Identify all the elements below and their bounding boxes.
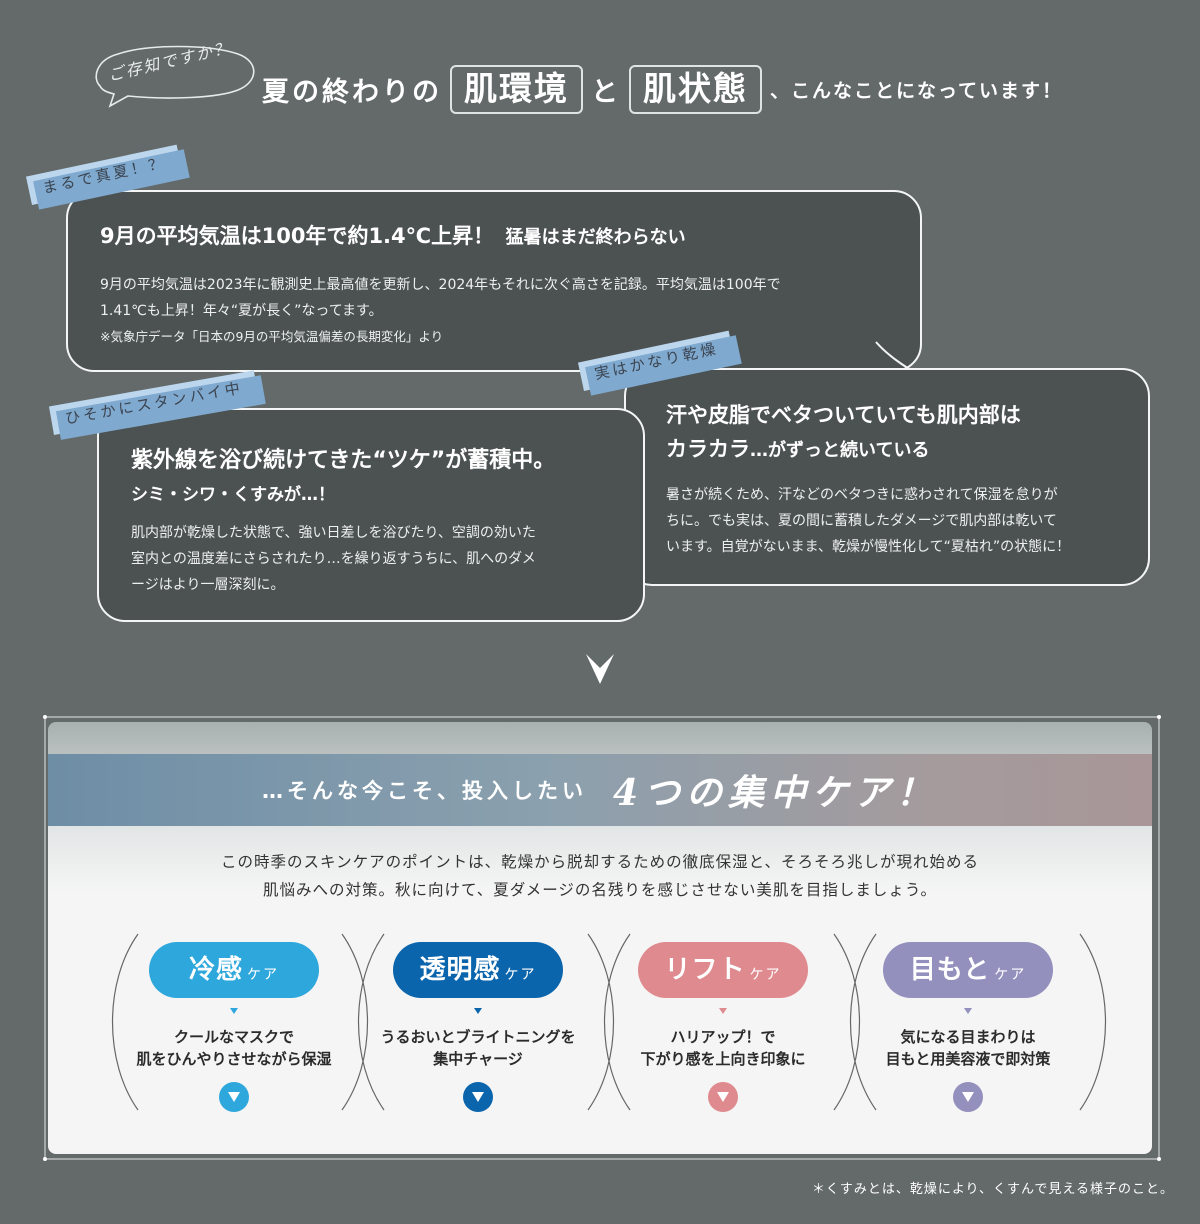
section-frame (43, 715, 1161, 1161)
triangle-down-icon (472, 1092, 484, 1102)
bracket-divider (1079, 933, 1106, 1111)
bracket-divider (587, 933, 614, 1111)
care-cooling-desc1: クールなマスクで (173, 1028, 294, 1046)
care-panel: …そんな今こそ、投入したい 4つの集中ケア！ この時季のスキンケアのポイントは、… (48, 722, 1152, 1154)
bubble-temperature-line1: 9月の平均気温は2023年に観測史上最高値を更新し、2024年もそれに次ぐ高さを… (100, 277, 781, 293)
triangle-down-icon (228, 1092, 240, 1102)
bubble-uv-line1: 肌内部が乾燥した状態で、強い日差しを浴びたり、空調の効いた (131, 525, 536, 541)
bubble-temperature-note: ※気象庁データ「日本の9月の平均気温偏差の長期変化」より (100, 329, 444, 344)
bubble-uv-title-main: 紫外線を浴び続けてきた“ツケ”が蓄積中。 (131, 448, 556, 473)
bubble-temperature-body: 9月の平均気温は2023年に観測史上最高値を更新し、2024年もそれに次ぐ高さを… (100, 272, 900, 350)
bubble-dryness: 汗や皮脂でベタついていても肌内部は カラカラ…がずっと続いている 暑さが続くため… (624, 368, 1150, 586)
banner-lead-text: …そんな今こそ、投入したい (261, 779, 587, 803)
care-lift-more-button[interactable] (708, 1082, 738, 1112)
care-clarity-pill[interactable]: 透明感 ケア (393, 942, 563, 998)
care-cooling-desc2: 肌をひんやりさせながら保湿 (136, 1050, 332, 1068)
care-clarity-name: 透明感 (419, 955, 501, 985)
bubble-dryness-line1: 暑さが続くため、汗などのベタつきに惑わされて保湿を怠りが (666, 487, 1058, 503)
bubble-dryness-title: 汗や皮脂でベタついていても肌内部は カラカラ…がずっと続いている (666, 398, 1021, 468)
bubble-uv-line3: ージはより一層深刻に。 (131, 577, 285, 593)
bubble-dryness-title-line2-wrap: カラカラ…がずっと続いている (666, 432, 1021, 468)
bubble-uv-body: 肌内部が乾燥した状態で、強い日差しを浴びたり、空調の効いた 室内との温度差にさら… (131, 520, 621, 598)
care-lift-pill[interactable]: リフト ケア (638, 942, 808, 998)
bubble-dryness-title-line2: カラカラ (666, 437, 750, 461)
care-lift-desc2: 下がり感を上向き印象に (640, 1050, 806, 1068)
triangle-down-icon (474, 1008, 482, 1014)
care-cooling-suffix: ケア (247, 967, 279, 983)
triangle-down-icon (964, 1008, 972, 1014)
care-eye-desc2: 目もと用美容液で即対策 (885, 1050, 1051, 1068)
triangle-down-icon (717, 1092, 729, 1102)
care-clarity-desc1: うるおいとブライトニングを (380, 1028, 576, 1046)
care-intro-line1: この時季のスキンケアのポイントは、乾燥から脱却するための徹底保湿と、そろそろ兆し… (221, 853, 979, 871)
triangle-down-icon (719, 1008, 727, 1014)
care-clarity-desc: うるおいとブライトニングを 集中チャージ (368, 1026, 588, 1070)
triangle-down-icon (962, 1092, 974, 1102)
headline-box-skin-environment: 肌環境 (450, 64, 583, 114)
care-eye-desc: 気になる目まわりは 目もと用美容液で即対策 (858, 1026, 1078, 1070)
care-clarity-suffix: ケア (504, 967, 537, 983)
care-eye-name: 目もと (909, 955, 991, 985)
chevron-down-icon (586, 654, 614, 684)
bubble-dryness-line2: ちに。でも実は、夏の間に蓄積したダメージで肌内部は乾いて (666, 513, 1057, 529)
care-clarity: 透明感 ケア うるおいとブライトニングを 集中チャージ (378, 942, 598, 1112)
care-eye-desc1: 気になる目まわりは (900, 1028, 1036, 1046)
care-banner: …そんな今こそ、投入したい 4つの集中ケア！ (48, 754, 1152, 826)
bubble-uv-title: 紫外線を浴び続けてきた“ツケ”が蓄積中。 シミ・シワ・くすみが…！ (131, 442, 555, 505)
care-clarity-desc2: 集中チャージ (433, 1050, 523, 1068)
bubble-temperature-line2: 1.41℃も上昇！年々“夏が長く”なってます。 (100, 303, 383, 319)
bubble-temperature: 9月の平均気温は100年で約1.4℃上昇！ 猛暑はまだ終わらない 9月の平均気温… (66, 190, 922, 372)
care-intro: この時季のスキンケアのポイントは、乾燥から脱却するための徹底保湿と、そろそろ兆し… (48, 848, 1152, 904)
bubble-dryness-title-line1: 汗や皮脂でベタついていても肌内部は (666, 403, 1021, 427)
page-headline: 夏の終わりの 肌環境 と 肌状態 、こんなことになっています！ (262, 64, 1063, 114)
care-intro-line2: 肌悩みへの対策。秋に向けて、夏ダメージの名残りを感じさせない美肌を目指しましょう… (262, 881, 938, 899)
bracket-divider (358, 933, 385, 1111)
bracket-divider (604, 933, 631, 1111)
headline-part1: 夏の終わりの (262, 76, 442, 108)
bubble-uv-title-sub: シミ・シワ・くすみが…！ (131, 485, 335, 505)
bubble-temperature-title-main: 9月の平均気温は100年で約1.4℃上昇！ (100, 224, 495, 248)
headline-connector: と (591, 76, 621, 108)
speech-cloud-icon (95, 45, 255, 108)
care-lift-suffix: ケア (749, 967, 782, 983)
care-cooling-more-button[interactable] (219, 1082, 249, 1112)
bubble-dryness-title-sub: …がずっと続いている (750, 440, 930, 461)
care-eye-more-button[interactable] (953, 1082, 983, 1112)
triangle-down-icon (230, 1008, 238, 1014)
bracket-divider (341, 933, 368, 1111)
bracket-divider (850, 933, 877, 1111)
bubble-temperature-title: 9月の平均気温は100年で約1.4℃上昇！ 猛暑はまだ終わらない (100, 220, 686, 250)
care-eye-suffix: ケア (994, 967, 1027, 983)
care-lift-desc1: ハリアップ！で (670, 1028, 776, 1046)
headline-box-skin-condition: 肌状態 (629, 64, 762, 114)
bubble-dryness-line3: います。自覚がないまま、乾燥が慢性化して“夏枯れ”の状態に！ (666, 539, 1071, 555)
care-eye: 目もと ケア 気になる目まわりは 目もと用美容液で即対策 (868, 942, 1088, 1112)
care-lift-desc: ハリアップ！で 下がり感を上向き印象に (613, 1026, 833, 1070)
care-lift: リフト ケア ハリアップ！で 下がり感を上向き印象に (623, 942, 843, 1112)
footnote: ＊くすみとは、乾燥により、くすんで見える様子のこと。 (811, 1182, 1174, 1197)
care-cooling-name: 冷感 (188, 955, 243, 985)
bubble-uv-line2: 室内との温度差にさらされたり…を繰り返すうちに、肌へのダメ (131, 551, 536, 567)
care-cooling-pill[interactable]: 冷感 ケア (149, 942, 319, 998)
bubble-temperature-title-sub: 猛暑はまだ終わらない (505, 227, 686, 248)
care-eye-pill[interactable]: 目もと ケア (883, 942, 1053, 998)
care-cooling: 冷感 ケア クールなマスクで 肌をひんやりさせながら保湿 (134, 942, 354, 1112)
care-clarity-more-button[interactable] (463, 1082, 493, 1112)
bracket-divider (833, 933, 860, 1111)
bubble-dryness-body: 暑さが続くため、汗などのベタつきに惑わされて保湿を怠りが ちに。でも実は、夏の間… (666, 482, 1126, 560)
care-lift-name: リフト (664, 955, 746, 985)
care-cooling-desc: クールなマスクで 肌をひんやりさせながら保湿 (124, 1026, 344, 1070)
banner-main-text: 4つの集中ケア！ (612, 772, 939, 814)
bubble-uv: 紫外線を浴び続けてきた“ツケ”が蓄積中。 シミ・シワ・くすみが…！ 肌内部が乾燥… (97, 408, 645, 622)
headline-end: 、こんなことになっています！ (770, 79, 1064, 102)
bracket-divider (112, 933, 139, 1111)
